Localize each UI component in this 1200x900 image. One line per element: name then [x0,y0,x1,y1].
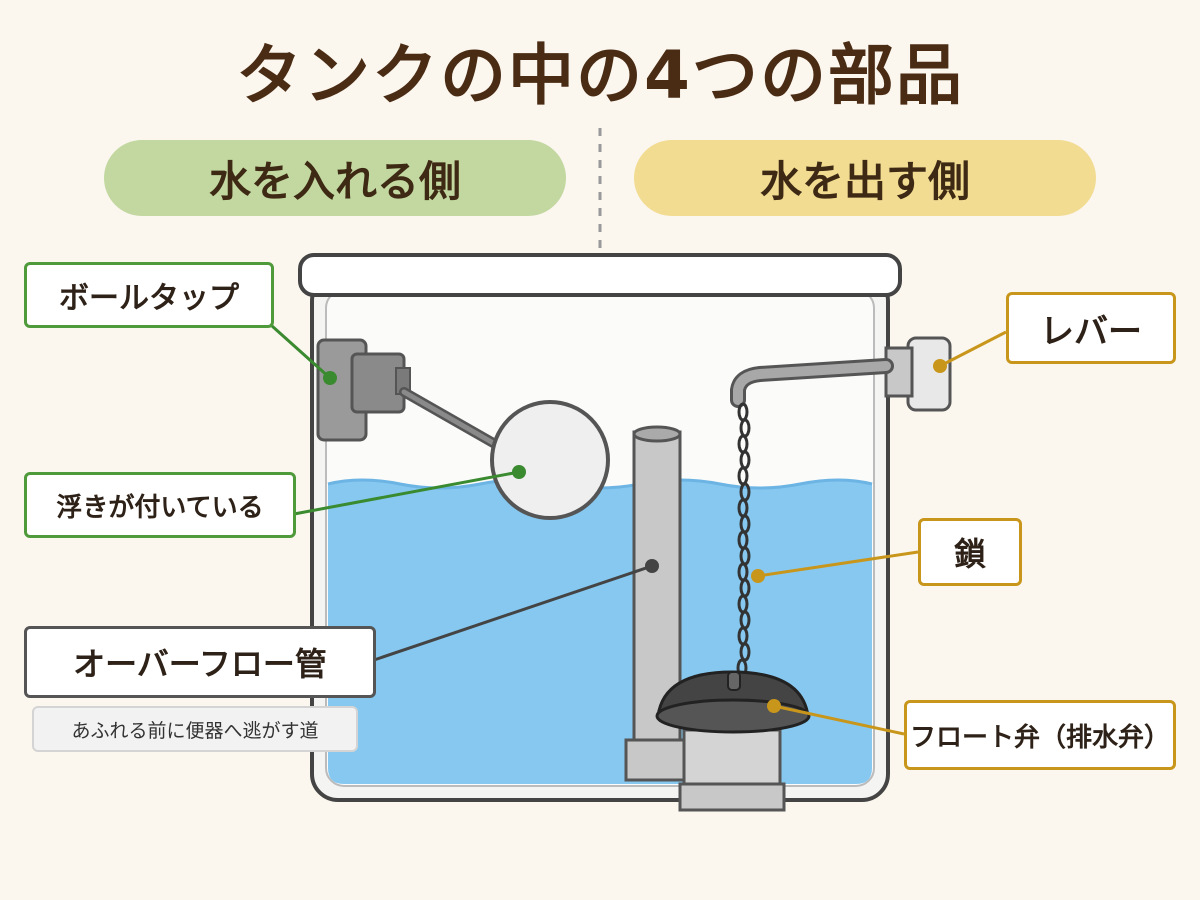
float-ball [490,400,610,520]
lever-label: レバー [1006,292,1176,364]
float-note-label: 浮きが付いている [24,472,296,538]
water [328,480,872,784]
connector-ball-tap [270,324,332,380]
overflow-pipe-label: オーバーフロー管 [24,626,376,698]
connector-flapper [773,704,905,736]
overflow-pipe-base [624,738,694,782]
drain-outlet [678,782,786,812]
overflow-note-label: あふれる前に便器へ逃がす道 [32,706,358,752]
chain-label: 鎖 [918,518,1022,586]
ball-tap-label: ボールタップ [24,262,274,328]
overflow-pipe-top [632,425,682,443]
drain-valve-seat [682,728,782,788]
chain [736,402,751,678]
flapper-rim [655,698,811,734]
page-title: タンクの中の4つの部品 [236,37,964,114]
tank-lid [298,253,902,297]
connector-chain [757,550,919,578]
connector-float [293,470,520,516]
connector-lever [939,330,1007,368]
water-in-side-heading: 水を入れる側 [104,140,566,216]
flapper-valve-label: フロート弁（排水弁） [904,700,1176,770]
lever-handle [906,336,952,412]
connector-overflow [373,564,653,662]
water-out-side-heading: 水を出す側 [634,140,1096,216]
